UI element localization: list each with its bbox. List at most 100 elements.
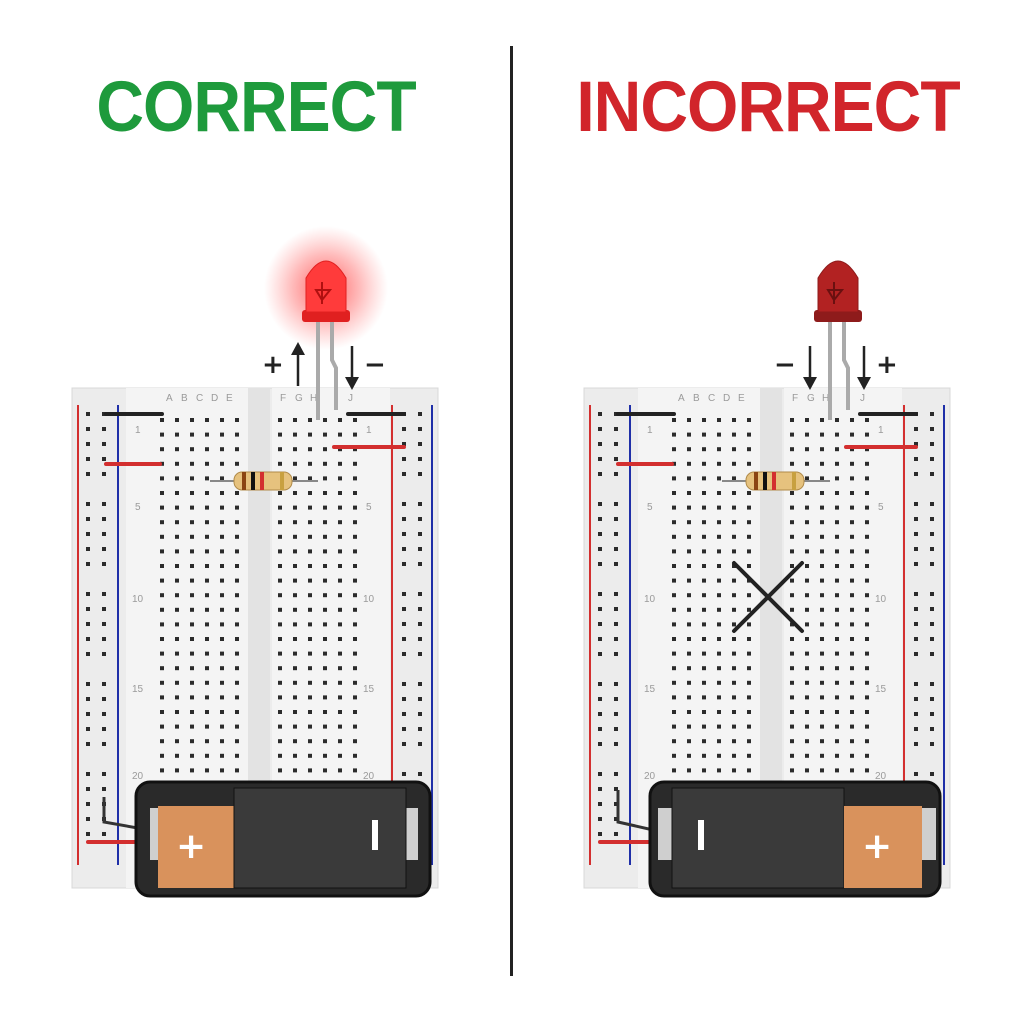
breadboard-hole	[672, 461, 676, 466]
breadboard-hole	[598, 442, 602, 446]
breadboard-hole	[717, 651, 721, 656]
breadboard-hole	[175, 418, 179, 422]
breadboard-hole	[732, 534, 736, 539]
breadboard-hole	[338, 651, 342, 656]
breadboard-hole	[850, 622, 854, 627]
breadboard-hole	[672, 432, 676, 437]
breadboard-hole	[850, 593, 854, 598]
breadboard-hole	[790, 695, 794, 700]
breadboard-hole	[278, 607, 282, 612]
breadboard-hole	[687, 534, 691, 539]
breadboard-hole	[850, 461, 854, 466]
breadboard-hole	[672, 666, 676, 671]
breadboard-hole	[747, 418, 751, 422]
breadboard-hole	[614, 427, 618, 431]
breadboard-hole	[175, 491, 179, 495]
breadboard-hole	[747, 695, 751, 700]
breadboard-hole	[418, 502, 422, 506]
breadboard-hole	[235, 695, 239, 700]
breadboard-hole	[850, 549, 854, 554]
breadboard-hole	[747, 505, 751, 510]
breadboard-hole	[160, 666, 164, 671]
breadboard-hole	[614, 532, 618, 536]
breadboard-hole	[402, 607, 406, 611]
breadboard-hole	[598, 817, 602, 821]
breadboard-hole	[820, 622, 824, 627]
breadboard-hole	[323, 549, 327, 554]
breadboard-hole	[418, 457, 422, 461]
breadboard-hole	[293, 447, 297, 452]
breadboard-hole	[205, 666, 209, 671]
breadboard-hole	[293, 710, 297, 714]
breadboard-hole	[220, 695, 224, 700]
breadboard-hole	[418, 652, 422, 656]
breadboard-hole	[747, 491, 751, 495]
breadboard-hole	[717, 724, 721, 729]
breadboard-hole	[820, 724, 824, 729]
breadboard-hole	[717, 768, 721, 773]
breadboard-hole	[308, 593, 312, 598]
breadboard-hole	[805, 578, 809, 583]
breadboard-hole	[747, 564, 751, 568]
breadboard-hole	[353, 505, 357, 510]
breadboard-hole	[598, 712, 602, 716]
breadboard-hole	[747, 768, 751, 773]
breadboard-hole	[220, 637, 224, 641]
breadboard-hole	[402, 742, 406, 746]
breadboard-hole	[865, 418, 869, 422]
breadboard-hole	[835, 447, 839, 452]
breadboard-hole	[102, 532, 106, 536]
breadboard-hole	[702, 447, 706, 452]
breadboard-hole	[323, 418, 327, 422]
breadboard-hole	[717, 578, 721, 583]
breadboard-hole	[747, 607, 751, 612]
breadboard-hole	[820, 564, 824, 568]
breadboard-hole	[835, 680, 839, 685]
breadboard-hole	[914, 742, 918, 746]
breadboard-hole	[747, 622, 751, 627]
breadboard-hole	[687, 564, 691, 568]
breadboard-hole	[732, 564, 736, 568]
breadboard-hole	[278, 739, 282, 744]
breadboard-hole	[323, 637, 327, 641]
breadboard-hole	[702, 593, 706, 598]
row-numbers: 1 1 5 5 10 10 15 15 20 20	[132, 425, 375, 782]
breadboard-hole	[835, 564, 839, 568]
breadboard-hole	[190, 520, 194, 525]
breadboard-hole	[220, 739, 224, 744]
breadboard-hole	[86, 592, 90, 596]
breadboard-hole	[835, 768, 839, 773]
breadboard-hole	[86, 427, 90, 431]
breadboard-hole	[205, 753, 209, 758]
breadboard-hole	[805, 549, 809, 554]
breadboard-hole	[820, 607, 824, 612]
breadboard-hole	[220, 768, 224, 773]
breadboard-hole	[102, 772, 106, 776]
breadboard-hole	[850, 607, 854, 612]
breadboard-hole	[850, 447, 854, 452]
breadboard-hole	[790, 622, 794, 627]
breadboard-hole	[205, 739, 209, 744]
breadboard-hole	[672, 695, 676, 700]
breadboard-hole	[220, 710, 224, 714]
breadboard-hole	[805, 534, 809, 539]
led-left-polarity-sign: −	[774, 350, 796, 380]
breadboard-hole	[102, 712, 106, 716]
breadboard-hole	[338, 491, 342, 495]
breadboard-hole	[687, 593, 691, 598]
breadboard-hole	[353, 549, 357, 554]
breadboard-hole	[402, 547, 406, 551]
breadboard-hole	[190, 418, 194, 422]
breadboard-hole	[293, 564, 297, 568]
breadboard-hole	[835, 739, 839, 744]
breadboard-hole	[914, 637, 918, 641]
breadboard-hole	[835, 651, 839, 656]
breadboard-hole	[402, 562, 406, 566]
row-number: 15	[644, 684, 656, 695]
breadboard-hole	[687, 695, 691, 700]
breadboard-hole	[614, 772, 618, 776]
breadboard-hole	[865, 637, 869, 641]
breadboard-hole	[278, 578, 282, 583]
breadboard-hole	[175, 753, 179, 758]
breadboard-hole	[717, 666, 721, 671]
